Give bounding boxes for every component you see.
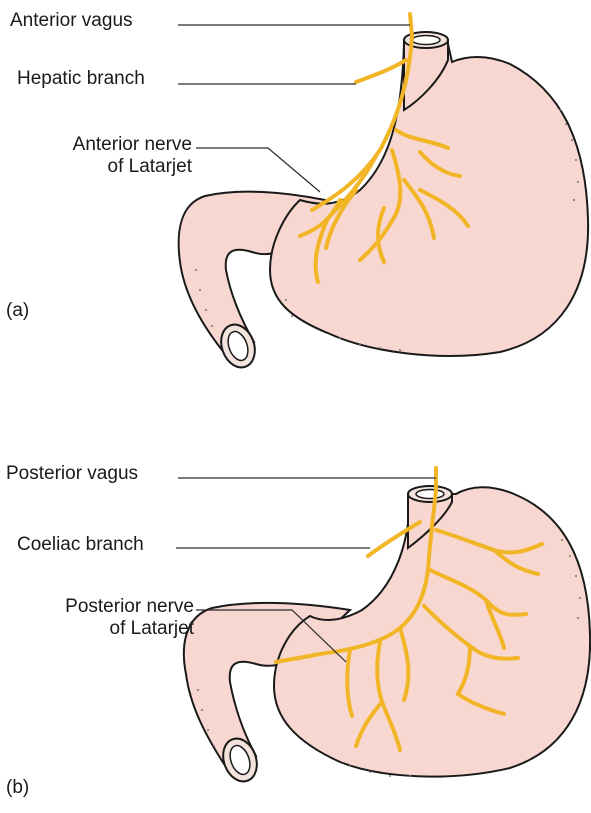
label-posterior-vagus: Posterior vagus — [6, 463, 138, 485]
label-posterior-latarjet-1: Posterior nerve — [4, 596, 194, 618]
stomach-diagram-anterior — [0, 0, 591, 400]
leader-anterior-latarjet — [196, 148, 320, 192]
label-hepatic-branch: Hepatic branch — [17, 68, 145, 90]
panel-letter-a: (a) — [6, 300, 29, 322]
panel-a-anterior: Anterior vagus Hepatic branch Anterior n… — [0, 0, 591, 400]
label-posterior-latarjet-2: of Latarjet — [4, 618, 194, 640]
label-anterior-vagus: Anterior vagus — [10, 10, 133, 32]
panel-letter-b: (b) — [6, 777, 29, 799]
label-coeliac-branch: Coeliac branch — [17, 534, 144, 556]
oesophagus-lumen — [412, 36, 440, 45]
panel-b-posterior: Posterior vagus Coeliac branch Posterior… — [0, 410, 591, 810]
label-anterior-latarjet-2: of Latarjet — [16, 156, 192, 178]
leader-lines-a — [178, 25, 410, 192]
hepatic-branch-nerve — [356, 60, 406, 82]
label-anterior-latarjet-1: Anterior nerve — [16, 134, 192, 156]
oesophagus-lumen — [416, 490, 444, 499]
